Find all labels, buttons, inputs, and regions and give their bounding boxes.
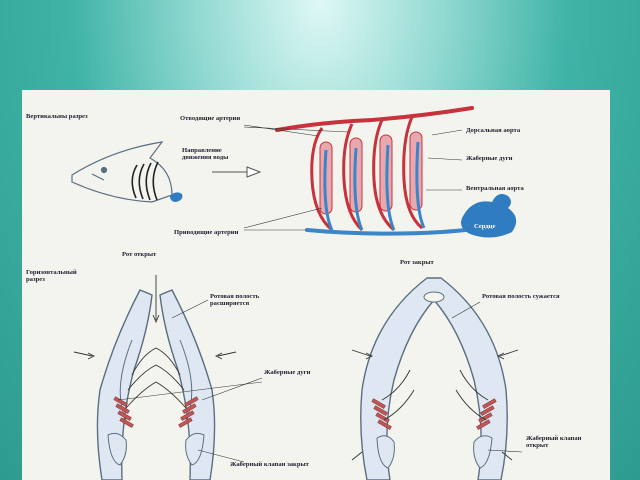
label-efferent-arteries: Отводящие артерии	[180, 115, 241, 122]
label-gill-valve-closed: Жаберный клапан закрыт	[230, 461, 309, 468]
label-vertical-section: Вертикальны разрез	[26, 113, 88, 120]
right-gill-valves	[376, 435, 493, 469]
fish-outline	[71, 141, 173, 203]
label-ventral-aorta: Вентральная аорта	[466, 185, 524, 192]
efferent-branches	[310, 116, 424, 232]
label-heart: Сердце	[474, 223, 496, 230]
label-afferent-arteries: Приводящие артерии	[174, 229, 239, 236]
label-mouth-closed: Рот закрыт	[400, 259, 434, 266]
label-cavity-narrows: Ротовая полость сужается	[482, 293, 560, 300]
label-gill-arches-bottom: Жаберные дуги	[264, 369, 311, 376]
heart-icon	[461, 194, 517, 238]
label-cavity-expands: Ротовая полость расширяется	[210, 293, 260, 307]
label-gill-valve-open: Жаберный клапан открыт	[526, 435, 582, 449]
left-gill-valves	[107, 432, 205, 466]
label-dorsal-aorta: Дорсальная аорта	[466, 127, 521, 134]
label-water-direction: Направление движения воды	[182, 147, 229, 161]
fish-heart-icon	[170, 192, 183, 202]
left-head-outline	[96, 289, 216, 480]
label-mouth-open: Рот открыт	[122, 251, 157, 258]
left-gill-filaments	[113, 396, 199, 428]
leader-lines-top	[243, 124, 463, 231]
label-gill-arches-top: Жаберные дуги	[466, 155, 513, 162]
left-water-flow	[125, 275, 187, 409]
left-side-arrows	[73, 351, 237, 360]
water-direction-arrow-icon	[212, 166, 262, 178]
leader-lines-bottom	[117, 299, 523, 463]
afferent-branches	[323, 141, 426, 231]
right-flow-arrows	[351, 349, 519, 461]
right-mouth-opening	[423, 291, 445, 303]
diagram-panel: Вертикальны разрез Отводящие артерии Нап…	[22, 90, 610, 480]
diagram-drawing	[71, 106, 523, 480]
dorsal-aorta	[275, 106, 474, 132]
fish-gill-arches	[131, 161, 159, 201]
label-horizontal-section: Горизонтальный разрез	[26, 269, 77, 283]
right-gill-filaments	[371, 398, 497, 430]
